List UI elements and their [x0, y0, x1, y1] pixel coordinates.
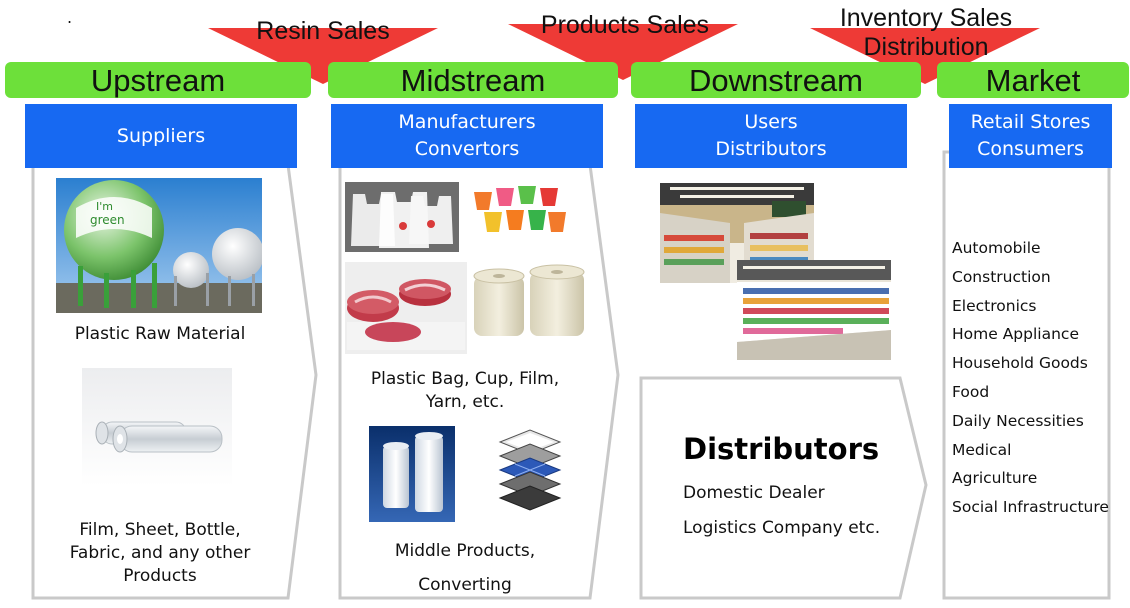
distributors-line1: Domestic Dealer	[683, 483, 825, 503]
plastic-cups-image	[470, 182, 568, 238]
market-item-electronics: Electronics	[952, 296, 1037, 315]
role-manufacturers: Manufacturers Convertors	[331, 104, 603, 168]
inventory-sales-label: Inventory Sales Distribution	[810, 4, 1042, 62]
role-suppliers: Suppliers	[25, 104, 297, 168]
resin-sales-label: Resin Sales	[256, 17, 390, 45]
caption-middle-products-line2: Converting	[418, 575, 512, 595]
market-item-construction: Construction	[952, 267, 1051, 286]
yarn-spools-image	[468, 262, 592, 344]
market-item-food: Food	[952, 382, 990, 401]
caption-bag-cup: Plastic Bag, Cup, Film, Yarn, etc.	[345, 368, 585, 414]
stage-downstream: Downstream	[631, 62, 921, 98]
gas-tanks-image: I'm green	[56, 178, 262, 313]
plastic-bags-image	[345, 182, 459, 252]
caption-products-line1: Film, Sheet, Bottle,	[79, 520, 241, 540]
inventory-sales-line2: Distribution	[863, 33, 989, 61]
caption-products: Film, Sheet, Bottle, Fabric, and any oth…	[40, 519, 280, 588]
stage-market: Market	[937, 62, 1129, 98]
market-item-social-infrastructure: Social Infrastructure	[952, 498, 1109, 517]
market-item-medical: Medical	[952, 440, 1012, 459]
market-item-agriculture: Agriculture	[952, 469, 1038, 488]
caption-products-line3: Products	[123, 566, 197, 586]
distributors-chevron	[639, 376, 928, 600]
inventory-sales-line1: Inventory Sales	[839, 4, 1013, 32]
role-manufacturers-line2: Convertors	[414, 138, 520, 160]
caption-raw-material: Plastic Raw Material	[74, 324, 246, 344]
role-retail-line2: Consumers	[977, 138, 1084, 160]
meat-packaging-image	[345, 262, 467, 354]
market-item-household-goods: Household Goods	[952, 354, 1088, 373]
caption-products-line2: Fabric, and any other	[69, 543, 251, 563]
inventory-sales-arrow	[810, 28, 1040, 84]
tank-text-2: green	[90, 213, 125, 227]
market-item-daily-necessities: Daily Necessities	[952, 411, 1084, 430]
distributors-line2: Logistics Company etc.	[683, 518, 881, 538]
supermarket-image-2	[737, 260, 891, 360]
role-users-line2: Distributors	[715, 138, 827, 160]
role-users-line1: Users	[744, 111, 798, 133]
market-list: Automobile Construction Electronics Home…	[952, 234, 1109, 522]
film-rolls-blue-image	[369, 426, 455, 522]
role-retail: Retail Stores Consumers	[949, 104, 1112, 168]
distributors-title: Distributors	[683, 432, 880, 466]
products-sales-label: Products Sales	[540, 11, 710, 39]
flow-arrows	[208, 24, 1040, 84]
market-box	[942, 150, 1111, 600]
stage-upstream: Upstream	[5, 62, 311, 98]
products-sales-arrow	[508, 24, 738, 80]
caption-middle-products-line1: Middle Products,	[394, 541, 536, 561]
tank-text-1: I'm	[96, 200, 113, 213]
market-item-automobile: Automobile	[952, 239, 1041, 257]
layered-sheets-image	[492, 426, 568, 512]
dot-mark: .	[67, 8, 73, 27]
market-item-home-appliance: Home Appliance	[952, 325, 1079, 344]
role-suppliers-label: Suppliers	[116, 124, 206, 147]
caption-middle-products: Middle Products, Converting	[345, 534, 585, 602]
resin-sales-arrow	[208, 28, 438, 84]
caption-bag-cup-line1: Plastic Bag, Cup, Film,	[370, 369, 560, 389]
role-users: Users Distributors	[635, 104, 907, 168]
role-retail-line1: Retail Stores	[970, 111, 1091, 133]
stage-midstream: Midstream	[328, 62, 618, 98]
caption-bag-cup-line2: Yarn, etc.	[425, 392, 505, 412]
film-rolls-image	[82, 368, 232, 486]
role-manufacturers-line1: Manufacturers	[398, 111, 536, 133]
